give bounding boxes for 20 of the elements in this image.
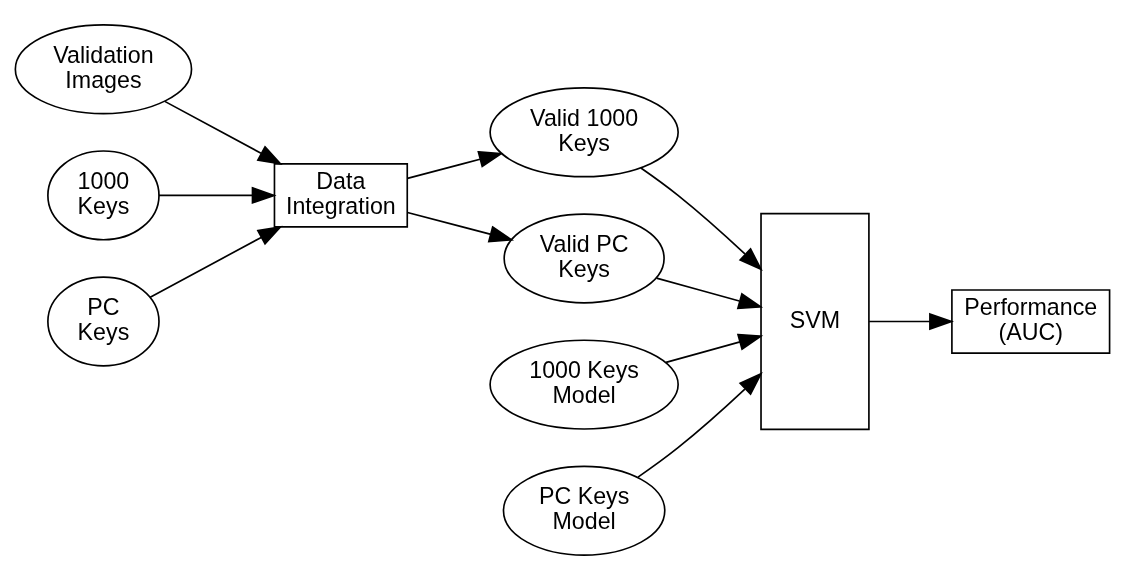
node-ellipse: PC Keys Model bbox=[502, 465, 666, 556]
arrow bbox=[406, 211, 514, 243]
arrow bbox=[163, 100, 283, 165]
node-ellipse: 1000 Keys bbox=[47, 149, 160, 241]
arrow bbox=[637, 371, 763, 478]
arrow bbox=[640, 166, 763, 271]
node-box: SVM bbox=[760, 212, 870, 430]
arrow bbox=[158, 186, 277, 204]
arrow bbox=[868, 312, 954, 330]
node-ellipse: PC Keys bbox=[47, 275, 160, 367]
arrow bbox=[406, 150, 504, 179]
arrow bbox=[149, 225, 283, 298]
arrow bbox=[665, 333, 764, 363]
node-ellipse: 1000 Keys Model bbox=[489, 338, 679, 430]
node-ellipse: Valid 1000 Keys bbox=[489, 86, 679, 178]
node-box: Data Integration bbox=[273, 162, 409, 228]
node-ellipse: Valid PC Keys bbox=[503, 212, 665, 304]
arrow bbox=[655, 276, 764, 309]
node-ellipse: Validation Images bbox=[14, 23, 193, 114]
node-box: Performance (AUC) bbox=[951, 288, 1111, 354]
